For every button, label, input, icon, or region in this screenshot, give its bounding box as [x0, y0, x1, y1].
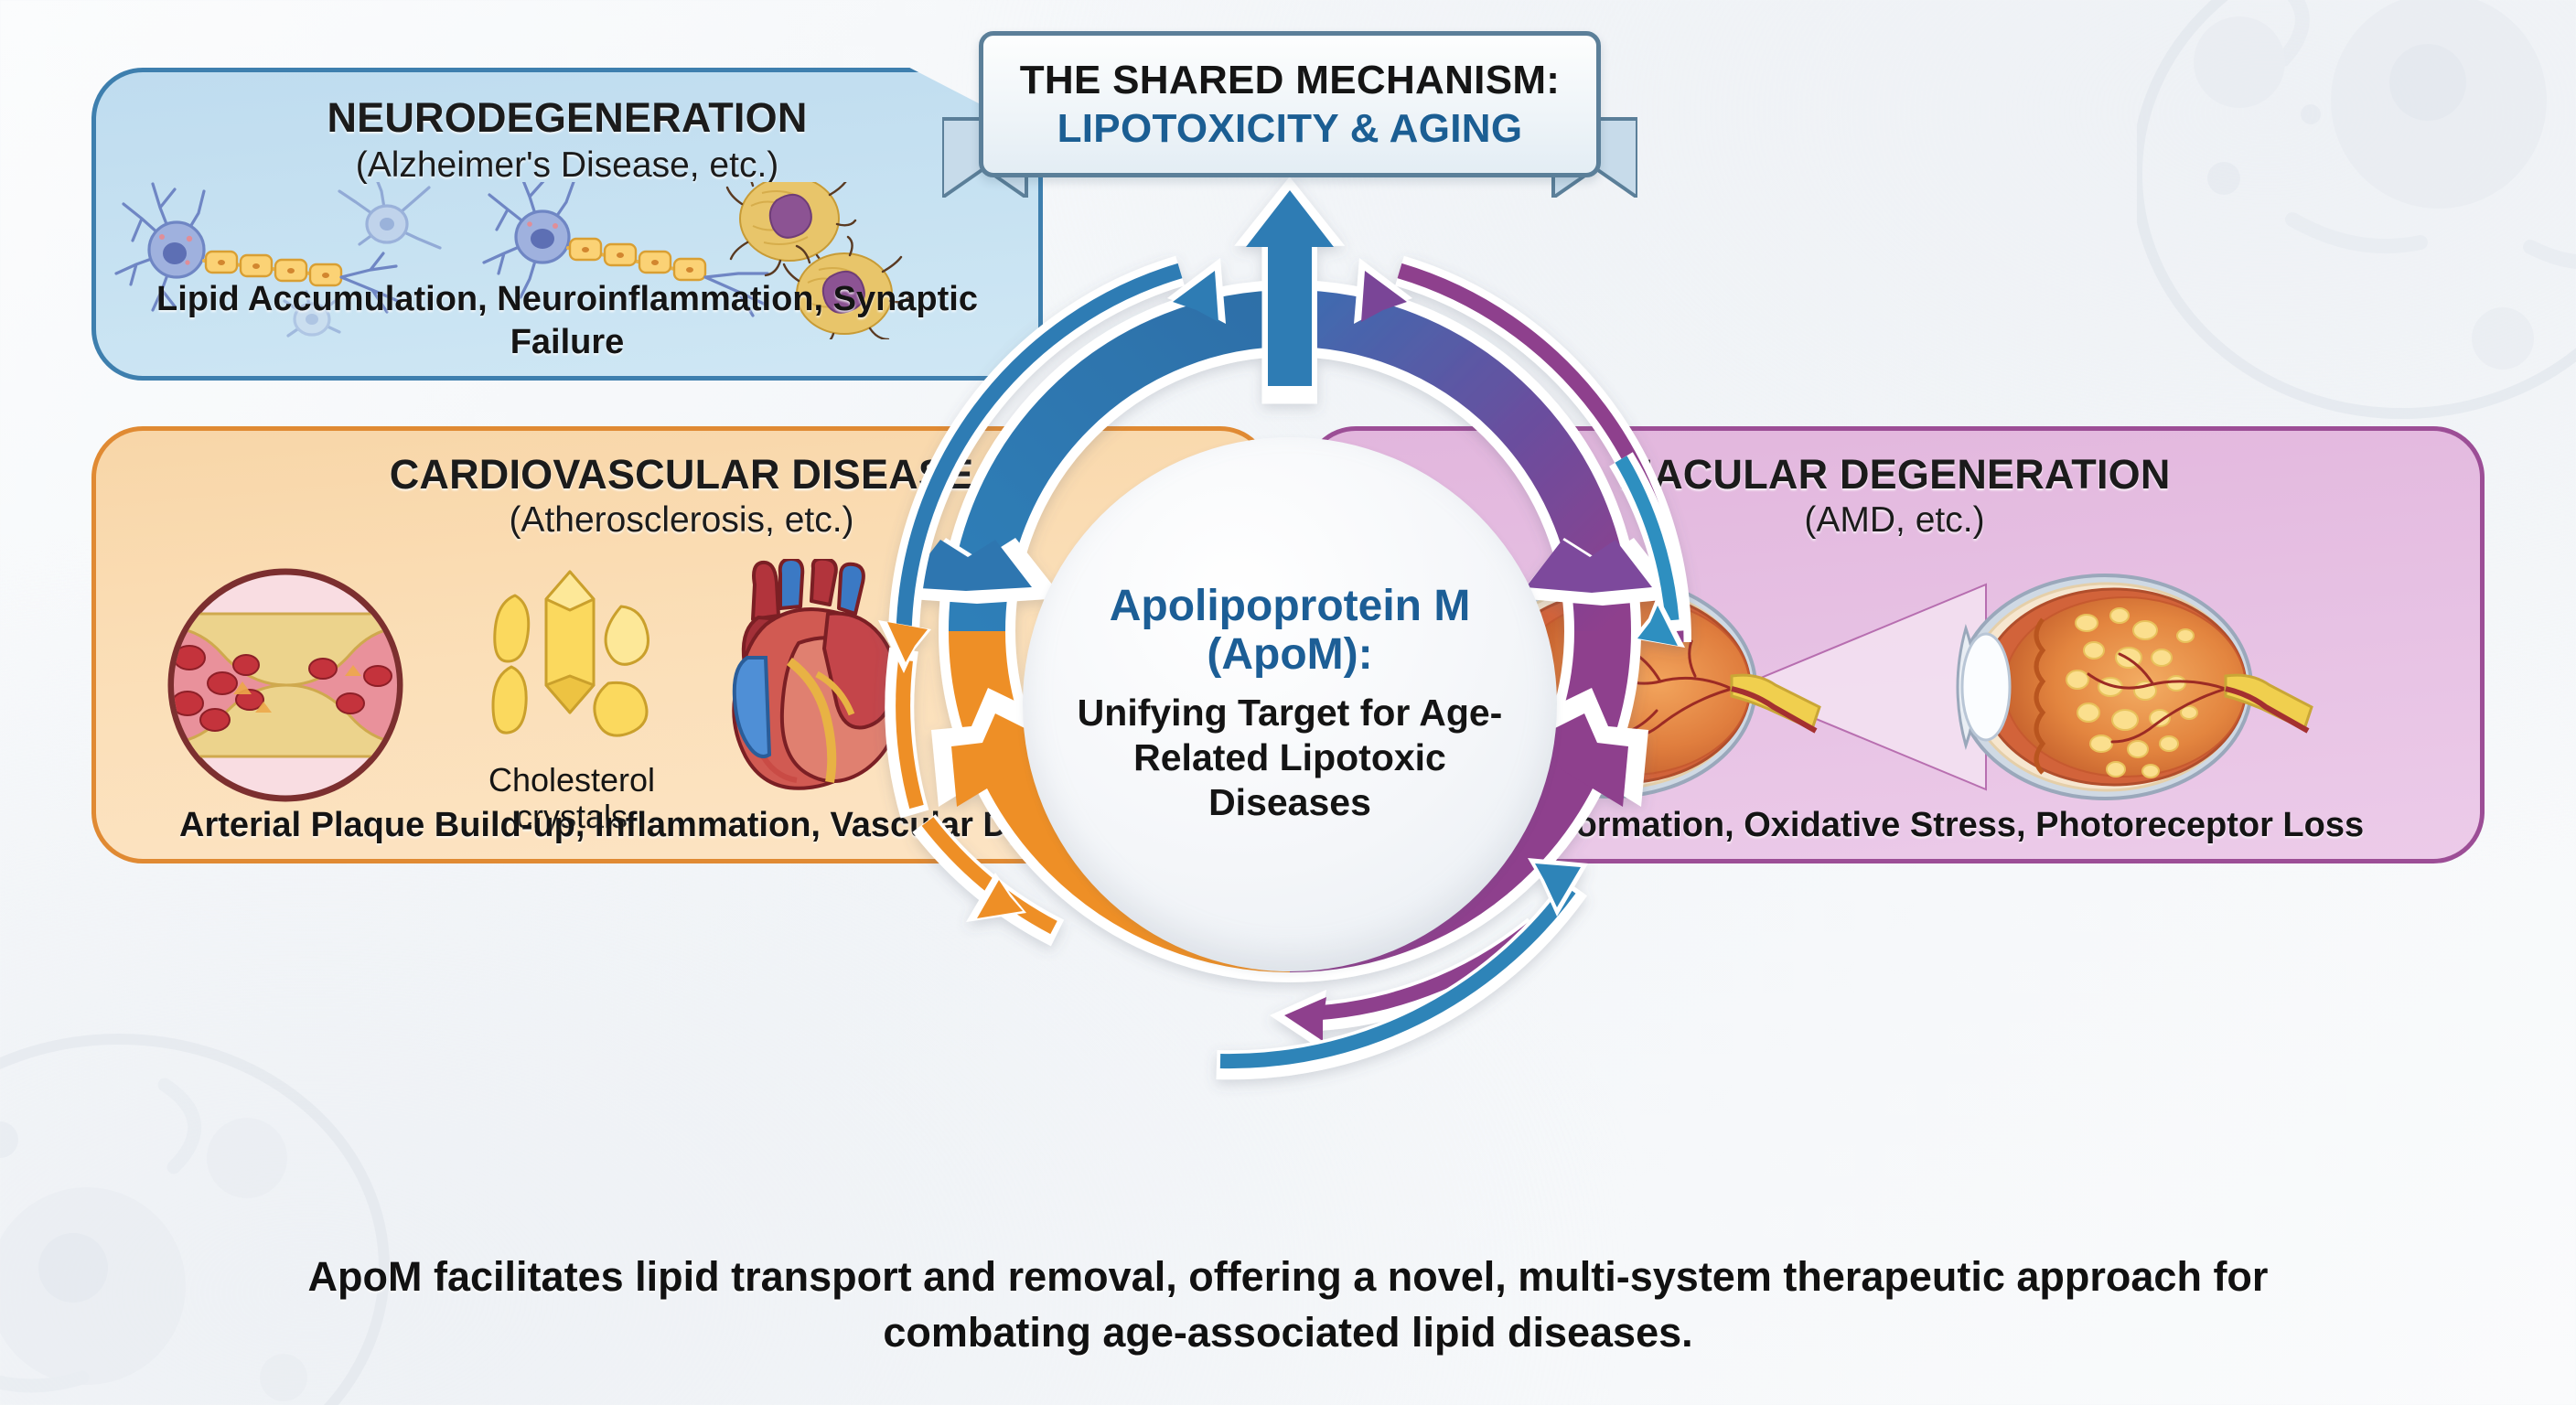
apom-center-circle[interactable]: Apolipoprotein M (ApoM): Unifying Target… [1023, 437, 1557, 971]
orange-outer-arrow [878, 620, 931, 819]
drusen-eye-icon [1956, 574, 2313, 800]
purple-ring-arrowhead-lower [1535, 688, 1648, 807]
banner-line-2: LIPOTOXICITY & AGING [1057, 105, 1523, 151]
blue-outer-arrow-bottom [1216, 858, 1588, 1080]
panel-cardiovascular-title: CARDIOVASCULAR DISEASE [389, 451, 974, 498]
amyloid-plaque-icon [725, 182, 910, 339]
crystal-label-line1: Cholesterol [488, 761, 656, 799]
blue-outer-arrow [887, 255, 1226, 643]
blue-ring-arrowhead [898, 538, 1063, 604]
heart-icon [732, 559, 900, 790]
panel-neurodegeneration-caption: Lipid Accumulation, Neuroinflammation, S… [156, 280, 978, 361]
panel-macular-subtitle: (AMD, etc.) [1804, 500, 1985, 540]
blue-outer-arrow-right [1609, 452, 1690, 648]
cholesterol-crystals-icon [491, 570, 649, 737]
orange-ring-arrowhead [931, 688, 1045, 807]
cholesterol-crystals-label: Cholesterol crystals [462, 761, 682, 836]
panel-neurodegeneration[interactable]: NEURODEGENERATION (Alzheimer's Disease, … [91, 68, 1043, 381]
orange-outer-arrow-lower [912, 814, 1065, 947]
panel-macular-title: MACULAR DEGENERATION [1618, 451, 2171, 498]
panel-neurodegeneration-title: NEURODEGENERATION [327, 94, 808, 141]
banner-plate: THE SHARED MECHANISM: LIPOTOXICITY & AGI… [979, 31, 1601, 177]
panel-cardiovascular-subtitle: (Atherosclerosis, etc.) [509, 500, 854, 540]
artery-cross-section-icon [167, 568, 403, 802]
hub-line-3: Unifying Target for Age-Related Lipotoxi… [1077, 692, 1503, 824]
shared-mechanism-banner[interactable]: THE SHARED MECHANISM: LIPOTOXICITY & AGI… [942, 31, 1637, 198]
hub-line-1: Apolipoprotein M [1109, 582, 1471, 631]
background-cell-watermark-right [2137, 0, 2576, 419]
top-up-arrow [1234, 177, 1346, 404]
hub-line-2: (ApoM): [1207, 630, 1373, 680]
footer-summary: ApoM facilitates lipid transport and rem… [307, 1253, 2269, 1356]
crystal-label-line2: crystals [515, 798, 628, 836]
panel-neurodegeneration-subtitle: (Alzheimer's Disease, etc.) [355, 145, 779, 185]
banner-line-1: THE SHARED MECHANISM: [1019, 57, 1561, 102]
neuron-illustration [114, 182, 910, 339]
purple-ring-arrowhead-upper [1517, 538, 1681, 606]
